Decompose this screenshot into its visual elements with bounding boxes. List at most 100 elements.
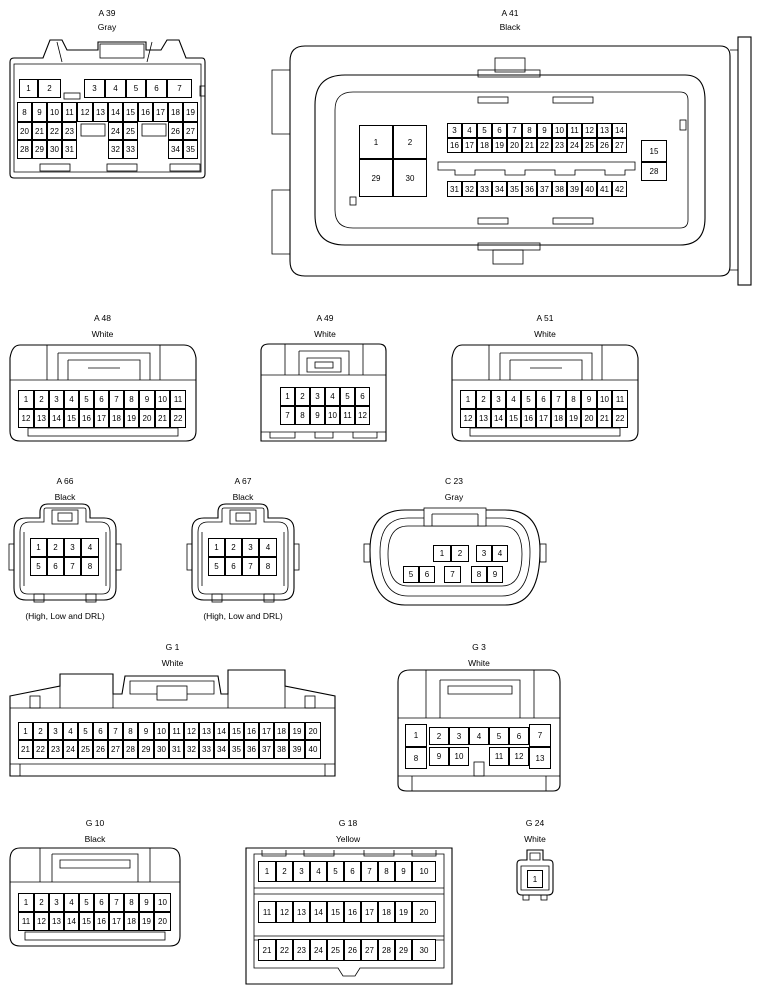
connector-id: G 10 [85,818,105,828]
pin: 19 [124,409,139,428]
pin: 7 [64,557,81,576]
pin: 28 [123,740,138,759]
pin: 1 [527,870,543,888]
pin: 13 [93,102,108,122]
pin: 5 [403,566,419,583]
pin: 30 [393,159,427,197]
connector-id: A 48 [93,313,112,323]
pin: 18 [124,912,139,931]
pin: 13 [529,747,551,769]
connector-color: Gray [444,492,464,502]
pin: 12 [184,722,199,740]
pin: 2 [393,125,427,159]
pin: 33 [199,740,214,759]
connector-housing [271,36,752,286]
pin: 11 [170,390,186,409]
pin: 35 [507,181,522,197]
pin: 32 [462,181,477,197]
pin: 18 [378,901,395,923]
pin: 36 [244,740,259,759]
connector-color: Black [499,22,521,32]
pin: 30 [412,939,436,961]
pin: 5 [340,387,355,406]
pin: 7 [361,861,378,882]
pin: 7 [167,79,192,98]
pin: 5 [78,722,93,740]
connector-id: A 39 [98,8,116,18]
pin: 24 [310,939,327,961]
connector-color: White [314,329,336,339]
connector-id: A 66 [56,476,74,486]
pin: 16 [447,138,462,153]
pin: 8 [566,390,581,409]
pin: 12 [77,102,93,122]
pin: 31 [169,740,184,759]
pin: 9 [310,406,325,425]
pin: 33 [123,140,138,159]
pin: 8 [81,557,99,576]
pin: 17 [94,409,109,428]
pin: 10 [412,861,436,882]
connector-housing [9,344,197,442]
pin: 12 [582,123,597,138]
pin: 13 [34,409,49,428]
connector-housing [9,847,181,947]
pin: 1 [19,79,38,98]
connector-a66: A 66 Black 1 2 3 4 5 6 7 8 (High, Low an… [0,470,130,630]
connector-housing [260,343,387,442]
connector-housing [516,849,554,901]
pin: 4 [105,79,126,98]
pin: 34 [492,181,507,197]
connector-id: G 3 [472,642,486,652]
pin: 13 [49,912,64,931]
pin: 12 [460,409,476,428]
pin: 5 [126,79,146,98]
pin: 7 [242,557,259,576]
pin: 5 [79,893,94,912]
pin: 1 [258,861,276,882]
pin: 6 [355,387,370,406]
pin: 2 [33,722,48,740]
pin: 14 [214,722,229,740]
pin: 25 [78,740,93,759]
pin: 20 [581,409,597,428]
pin: 41 [597,181,612,197]
pin: 13 [476,409,491,428]
pin: 1 [30,538,47,557]
pin: 21 [258,939,276,961]
pin: 8 [259,557,277,576]
pin: 26 [168,122,183,140]
pin: 11 [62,102,77,122]
pin: 14 [612,123,627,138]
pin: 1 [433,545,451,562]
pin: 19 [183,102,198,122]
pin: 2 [34,893,49,912]
pin: 6 [419,566,435,583]
pin: 4 [462,123,477,138]
connector-g1: G 1 White 1 2 3 4 5 6 7 8 9 10 11 12 13 … [0,636,345,786]
pin: 20 [412,901,436,923]
pin: 9 [487,566,503,583]
pin: 2 [276,861,293,882]
connector-color: Black [54,492,76,502]
pin: 5 [521,390,536,409]
pin: 7 [507,123,522,138]
pin: 2 [295,387,310,406]
pin: 14 [49,409,64,428]
pin: 28 [641,162,667,181]
pin: 8 [378,861,395,882]
pin: 15 [229,722,244,740]
pin: 6 [225,557,242,576]
pin: 18 [109,409,124,428]
pin: 5 [477,123,492,138]
pin: 3 [48,722,63,740]
pin: 32 [108,140,123,159]
pin: 10 [154,722,169,740]
pin: 15 [79,912,94,931]
connector-note: (High, Low and DRL) [25,611,105,621]
pin: 3 [449,727,469,745]
pin: 23 [48,740,63,759]
pin: 11 [18,912,34,931]
pin: 26 [344,939,361,961]
pin: 14 [108,102,123,122]
